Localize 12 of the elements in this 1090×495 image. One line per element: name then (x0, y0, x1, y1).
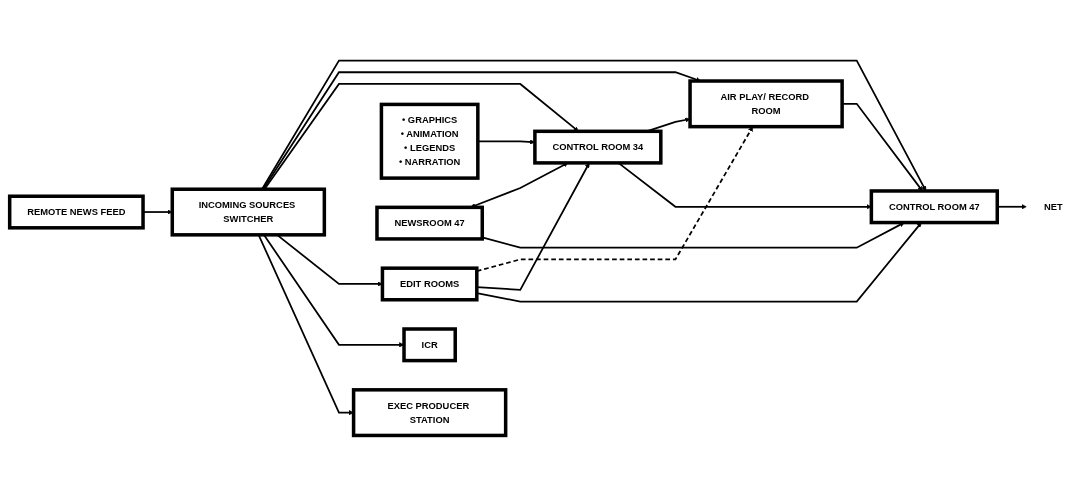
node-box: INCOMING SOURCES SWITCHER (170, 186, 327, 237)
node-box: CONTROL ROOM 47 (869, 188, 1000, 224)
node-box: EDIT ROOMS (380, 265, 479, 301)
node-text: NET (1044, 201, 1063, 211)
node-box: REMOTE NEWS FEED (7, 194, 145, 230)
node-box: NEWSROOM 47 (375, 205, 484, 241)
node-box: ICR (402, 326, 457, 362)
node-box: AIR PLAY/ RECORD ROOM (688, 78, 844, 128)
arrow (261, 59, 927, 191)
node-box: • GRAPHICS • ANIMATION • LEGENDS • NARRATION (379, 102, 480, 180)
node-box: CONTROL ROOM 34 (533, 129, 663, 165)
node-box: EXEC PRODUCER STATION (351, 387, 508, 437)
